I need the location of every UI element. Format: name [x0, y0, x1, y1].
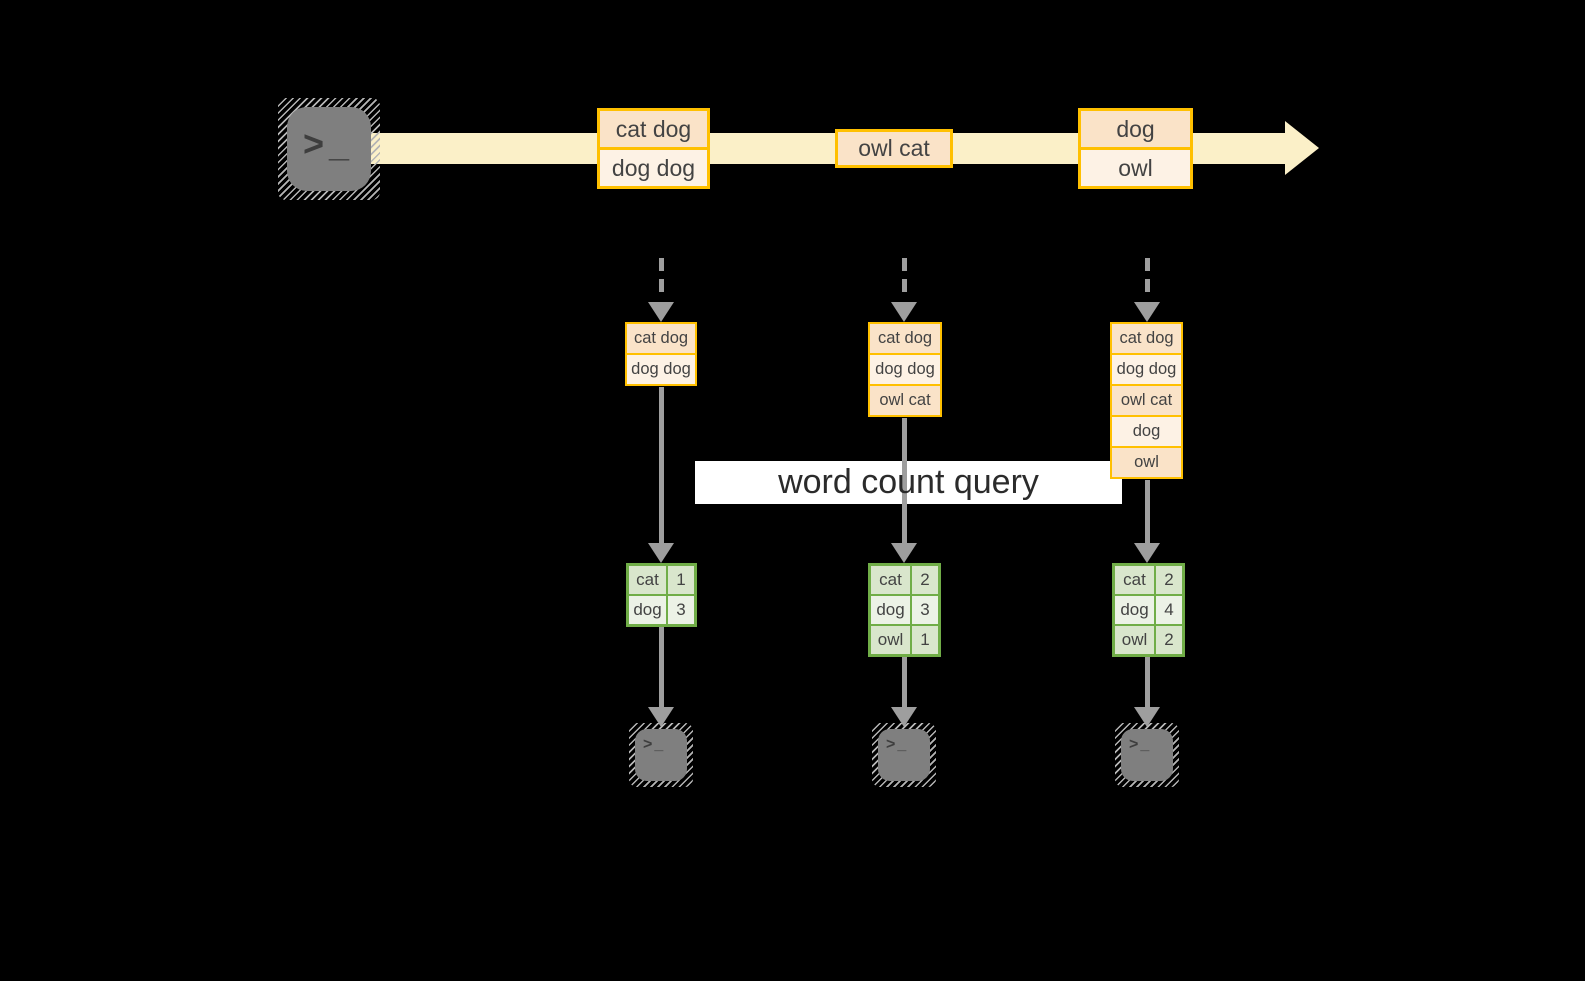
buffer-item-cell: dog dog	[627, 355, 695, 384]
buffer-item-cell: owl	[1112, 448, 1181, 477]
output-connector-line	[658, 627, 664, 707]
query-arrowhead-icon	[891, 543, 917, 563]
trigger-dashed-line	[901, 258, 907, 300]
terminal-cursor-glyph: _	[654, 736, 663, 753]
count-value-cell: 2	[1156, 566, 1182, 594]
stream-arrowhead-icon	[1285, 121, 1319, 175]
count-value-cell: 1	[668, 566, 694, 594]
query-connector-line	[658, 387, 664, 543]
output-arrowhead-icon	[891, 707, 917, 727]
terminal-prompt-glyph: >	[886, 736, 896, 753]
trigger-dashed-line	[1144, 258, 1150, 300]
trigger-arrowhead-icon	[648, 302, 674, 322]
stream-event-cell: owl	[1081, 150, 1190, 186]
query-label-bar: word count query	[695, 461, 1122, 504]
buffer-item-cell: cat dog	[870, 324, 940, 353]
query-arrowhead-icon	[648, 543, 674, 563]
count-word-cell: cat	[871, 566, 910, 594]
buffer-item-cell: dog	[1112, 417, 1181, 446]
terminal-output-icon: >_	[629, 723, 693, 787]
count-value-cell: 3	[912, 596, 938, 624]
trigger-dashed-line	[658, 258, 664, 300]
terminal-output-icon: >_	[1115, 723, 1179, 787]
query-connector-line	[901, 418, 907, 543]
output-arrowhead-icon	[648, 707, 674, 727]
terminal-prompt-glyph: >	[1129, 736, 1139, 753]
count-word-cell: dog	[629, 596, 666, 624]
output-connector-line	[901, 657, 907, 707]
terminal-output-icon: >_	[872, 723, 936, 787]
stream-event-cell: dog dog	[600, 150, 707, 186]
query-arrowhead-icon	[1134, 543, 1160, 563]
terminal-prompt-glyph: >	[643, 736, 653, 753]
count-value-cell: 1	[912, 626, 938, 654]
buffer-item-cell: dog dog	[870, 355, 940, 384]
stream-event-cell: owl cat	[838, 132, 950, 165]
query-label-text: word count query	[778, 463, 1039, 501]
terminal-cursor-glyph: _	[1140, 736, 1149, 753]
terminal-prompt-icon: >_	[287, 107, 371, 191]
terminal-prompt-icon: >_	[878, 729, 930, 781]
buffer-item-cell: cat dog	[627, 324, 695, 353]
count-word-cell: dog	[871, 596, 910, 624]
trigger-arrowhead-icon	[891, 302, 917, 322]
count-word-cell: cat	[629, 566, 666, 594]
output-arrowhead-icon	[1134, 707, 1160, 727]
buffer-item-cell: cat dog	[1112, 324, 1181, 353]
terminal-cursor-glyph: _	[897, 736, 906, 753]
stream-event-cell: dog	[1081, 111, 1190, 147]
terminal-prompt-glyph: >	[303, 123, 325, 164]
stream-event-cell: cat dog	[600, 111, 707, 147]
trigger-arrowhead-icon	[1134, 302, 1160, 322]
buffer-item-cell: owl cat	[870, 386, 940, 415]
count-value-cell: 2	[1156, 626, 1182, 654]
output-connector-line	[1144, 657, 1150, 707]
count-word-cell: cat	[1115, 566, 1154, 594]
count-value-cell: 2	[912, 566, 938, 594]
count-word-cell: dog	[1115, 596, 1154, 624]
count-word-cell: owl	[871, 626, 910, 654]
buffer-item-cell: dog dog	[1112, 355, 1181, 384]
count-value-cell: 4	[1156, 596, 1182, 624]
query-connector-line	[1144, 480, 1150, 543]
buffer-item-cell: owl cat	[1112, 386, 1181, 415]
terminal-source-icon: >_	[278, 98, 380, 200]
count-value-cell: 3	[668, 596, 694, 624]
terminal-cursor-glyph: _	[329, 123, 349, 164]
count-word-cell: owl	[1115, 626, 1154, 654]
terminal-prompt-icon: >_	[1121, 729, 1173, 781]
stream-event-box: owl cat	[835, 129, 953, 168]
terminal-prompt-icon: >_	[635, 729, 687, 781]
